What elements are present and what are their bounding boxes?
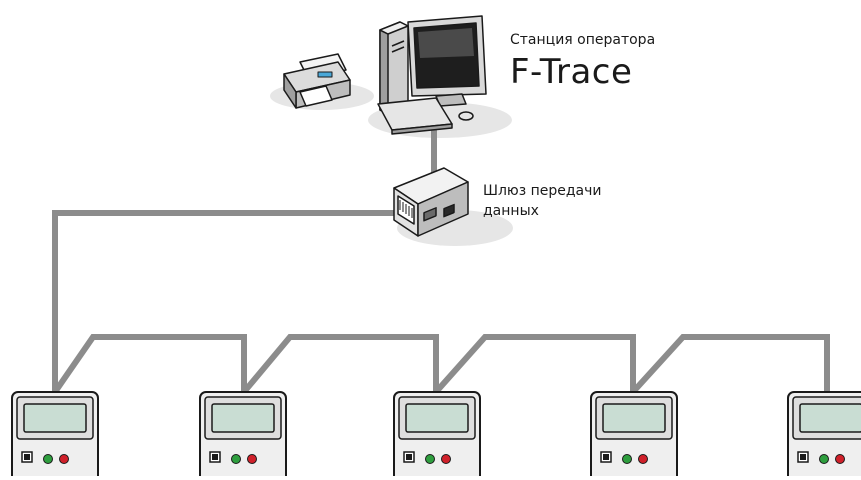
bus-segment-4 [630, 334, 830, 395]
network-wires [52, 130, 830, 395]
gateway-caption-line2: данных [483, 203, 539, 219]
computer-icon [377, 15, 487, 135]
field-device-3 [393, 391, 481, 480]
gateway-to-bus-wire [52, 210, 395, 392]
printer-icon [283, 53, 351, 109]
bus-segment-3 [433, 334, 636, 394]
bus-segment-1 [52, 334, 247, 394]
field-device-2 [199, 391, 287, 480]
field-device-5 [787, 391, 861, 480]
gateway-icon [393, 167, 469, 237]
station-name: F-Trace [510, 52, 633, 92]
field-device-4 [590, 391, 678, 480]
gateway-caption-line1: Шлюз передачи [483, 183, 602, 199]
field-devices [11, 391, 861, 480]
gateway-caption: Шлюз передачи данных [483, 181, 602, 221]
bus-segment-2 [241, 334, 439, 394]
station-caption: Станция оператора [510, 32, 656, 48]
field-device-1 [11, 391, 99, 480]
